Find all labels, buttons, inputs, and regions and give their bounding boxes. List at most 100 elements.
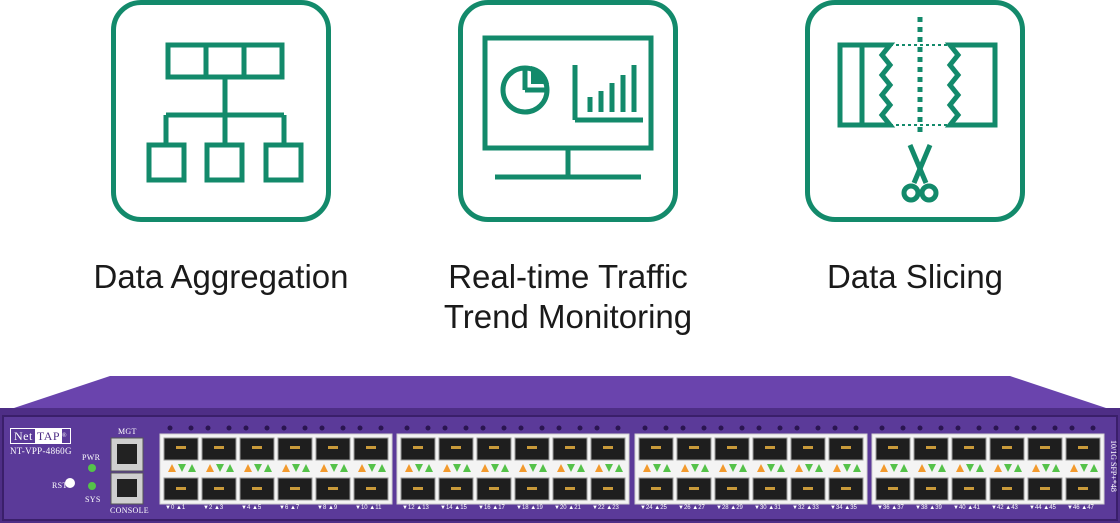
port-status-dot	[480, 425, 486, 431]
port-status-dot	[539, 425, 545, 431]
link-led-down	[928, 464, 936, 472]
sfp-contact	[366, 487, 376, 490]
sfp-port-group	[634, 433, 868, 505]
port-pair-label: ▼36 ▲37	[877, 505, 904, 511]
port-pair-label: ▼44 ▲45	[1029, 505, 1056, 511]
link-led-down	[843, 464, 851, 472]
port-status-dot	[425, 425, 431, 431]
link-led-up	[443, 464, 451, 472]
link-led-up	[777, 464, 785, 472]
link-led-down	[1004, 464, 1012, 472]
sfp-contact	[565, 446, 575, 449]
sfp-contact	[489, 487, 499, 490]
sfp-contact	[964, 446, 974, 449]
link-led-up	[1014, 464, 1022, 472]
sfp-port-group	[159, 433, 393, 505]
port-status-dot	[615, 425, 621, 431]
sfp-contact	[451, 487, 461, 490]
port-pair-label: ▼2 ▲3	[203, 505, 224, 511]
traffic-monitoring-card	[458, 0, 678, 222]
port-status-dot	[777, 425, 783, 431]
link-led-up	[900, 464, 908, 472]
link-led-up	[302, 464, 310, 472]
monitor-chart-icon	[482, 35, 654, 180]
data-aggregation-card	[111, 0, 331, 222]
port-status-dot	[642, 425, 648, 431]
port-status-dot	[226, 425, 232, 431]
sfp-contact	[964, 487, 974, 490]
sfp-contact	[252, 446, 262, 449]
sys-led	[88, 482, 96, 490]
link-led-up	[188, 464, 196, 472]
port-status-dot	[1052, 425, 1058, 431]
sfp-contact	[727, 446, 737, 449]
link-led-up	[719, 464, 727, 472]
link-led-up	[994, 464, 1002, 472]
link-led-down	[767, 464, 775, 472]
link-led-up	[501, 464, 509, 472]
port-status-dot	[1069, 425, 1075, 431]
model-number: NT-VPP-4860G	[10, 446, 72, 456]
link-led-up	[577, 464, 585, 472]
caption-traffic-monitoring: Real-time Traffic Trend Monitoring	[443, 258, 693, 335]
port-status-dot	[357, 425, 363, 431]
link-led-up	[378, 464, 386, 472]
reset-button	[65, 478, 75, 488]
port-status-dot	[993, 425, 999, 431]
link-led-down	[729, 464, 737, 472]
port-pair-label: ▼20 ▲21	[554, 505, 581, 511]
sfp-contact	[489, 446, 499, 449]
link-led-up	[557, 464, 565, 472]
link-led-down	[1080, 464, 1088, 472]
link-led-up	[938, 464, 946, 472]
sfp-contact	[926, 446, 936, 449]
sfp-contact	[841, 487, 851, 490]
sys-label: SYS	[85, 495, 101, 504]
port-pair-label: ▼42 ▲43	[991, 505, 1018, 511]
port-status-dot	[853, 425, 859, 431]
link-led-up	[701, 464, 709, 472]
link-led-up	[226, 464, 234, 472]
sfp-contact	[290, 487, 300, 490]
sfp-contact	[727, 487, 737, 490]
port-status-dot	[281, 425, 287, 431]
link-led-down	[292, 464, 300, 472]
port-pair-label: ▼34 ▲35	[830, 505, 857, 511]
port-pair-label: ▼4 ▲5	[241, 505, 262, 511]
link-led-up	[1090, 464, 1098, 472]
link-led-up	[615, 464, 623, 472]
sfp-contact	[565, 487, 575, 490]
port-status-dot	[404, 425, 410, 431]
link-led-down	[529, 464, 537, 472]
port-status-dot	[378, 425, 384, 431]
port-status-dot	[577, 425, 583, 431]
port-status-dot	[340, 425, 346, 431]
link-led-down	[178, 464, 186, 472]
port-status-dot	[955, 425, 961, 431]
port-pair-label: ▼18 ▲19	[516, 505, 543, 511]
sfp-contact	[1078, 487, 1088, 490]
sfp-contact	[765, 446, 775, 449]
port-status-dot	[1031, 425, 1037, 431]
port-status-dot	[463, 425, 469, 431]
mgt-rj45-socket	[117, 444, 137, 464]
port-status-dot	[794, 425, 800, 431]
link-led-up	[681, 464, 689, 472]
sfp-contact	[888, 487, 898, 490]
sfp-contact	[328, 446, 338, 449]
link-led-down	[890, 464, 898, 472]
port-status-dot	[518, 425, 524, 431]
port-pair-label: ▼14 ▲15	[440, 505, 467, 511]
port-pair-label: ▼16 ▲17	[478, 505, 505, 511]
port-status-dot	[167, 425, 173, 431]
sfp-contact	[1002, 446, 1012, 449]
link-led-down	[254, 464, 262, 472]
link-led-up	[244, 464, 252, 472]
port-pair-label: ▼32 ▲33	[792, 505, 819, 511]
sfp-port-count-label: 10/1G SFP+*48	[1109, 440, 1118, 492]
link-led-up	[795, 464, 803, 472]
sfp-contact	[888, 446, 898, 449]
sfp-contact	[603, 446, 613, 449]
network-packet-broker-device	[0, 358, 1120, 523]
sfp-contact	[214, 446, 224, 449]
